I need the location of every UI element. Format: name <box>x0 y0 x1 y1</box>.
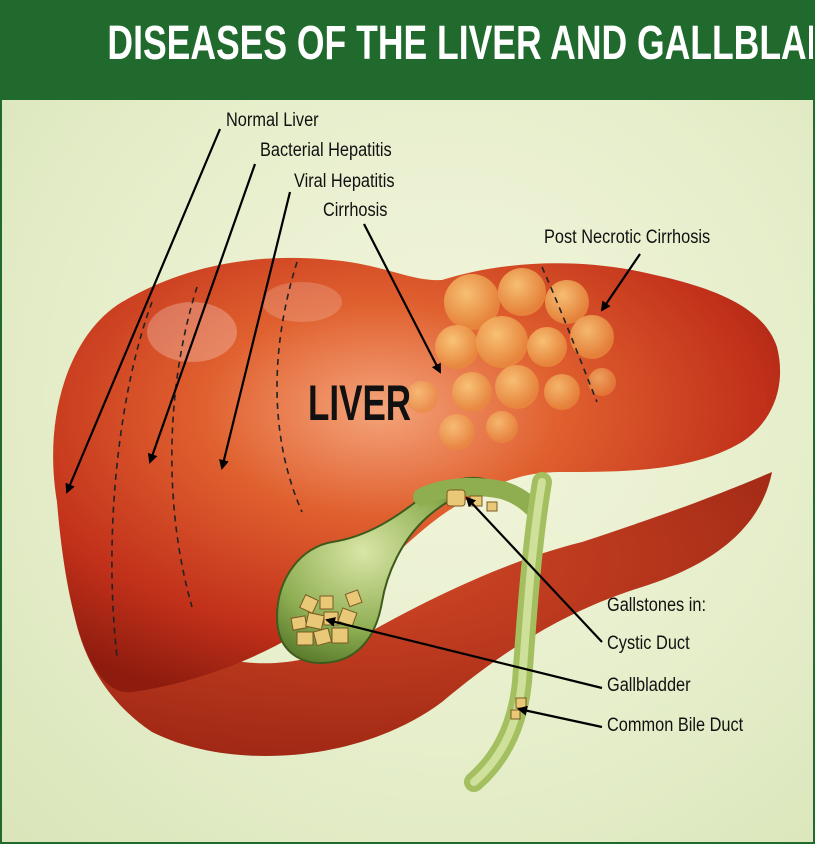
label-cirrhosis: Cirrhosis <box>323 200 387 222</box>
label-common-bile-duct: Common Bile Duct <box>607 715 743 737</box>
arrow-common-bile-duct <box>519 709 602 727</box>
label-bacterial-hepatitis: Bacterial Hepatitis <box>260 140 392 162</box>
organ-label: LIVER <box>308 374 411 432</box>
label-cystic-duct: Cystic Duct <box>607 633 690 655</box>
label-viral-hepatitis: Viral Hepatitis <box>294 171 395 193</box>
label-gallbladder: Gallbladder <box>607 675 691 697</box>
label-post-necrotic-cirrhosis: Post Necrotic Cirrhosis <box>544 227 710 249</box>
label-gallstones-in: Gallstones in: <box>607 595 706 617</box>
label-normal-liver: Normal Liver <box>226 110 319 132</box>
